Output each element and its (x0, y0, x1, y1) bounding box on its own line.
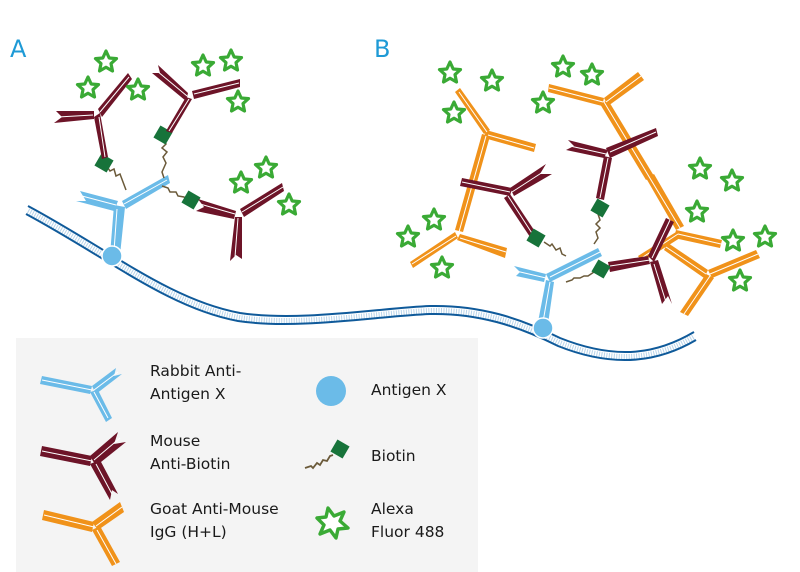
legend-label-goat: Goat Anti-Mouse IgG (H+L) (150, 500, 279, 541)
alexa-fluor-star (727, 268, 753, 292)
antigen-circle-icon (316, 376, 346, 406)
antigen-circle (532, 317, 554, 339)
alexa-fluor-star (253, 155, 279, 179)
rabbit-antibody-icon (40, 368, 122, 422)
alexa-fluor-star (579, 62, 605, 86)
alexa-fluor-star (530, 90, 556, 114)
alexa-fluor-star-icon (315, 506, 350, 540)
mouse-antibody-a1 (54, 73, 132, 159)
alexa-fluor-star (93, 49, 119, 73)
alexa-fluor-star (228, 170, 254, 194)
alexa-fluor-star (437, 60, 463, 84)
rabbit-antibody-b (514, 248, 602, 324)
alexa-fluor-star (395, 224, 421, 248)
legend-label-antigen: Antigen X (371, 381, 447, 399)
legend-label-biotin: Biotin (371, 447, 416, 465)
panel-label-a: A (10, 35, 27, 63)
biotin-marker (590, 198, 610, 218)
panel-b-diagram (395, 54, 778, 339)
alexa-fluor-star (225, 89, 251, 113)
alexa-fluor-star (125, 77, 151, 101)
alexa-fluor-star (429, 255, 455, 279)
alexa-fluor-star (421, 207, 447, 231)
alexa-fluor-star (75, 75, 101, 99)
alexa-fluor-star (190, 53, 216, 77)
biotin-linker (543, 213, 602, 283)
alexa-fluor-star (479, 68, 505, 92)
biotin-icon (304, 439, 350, 470)
mouse-antibody-a2 (152, 65, 240, 133)
alexa-fluor-star (752, 224, 778, 248)
goat-antibody-icon (42, 502, 124, 566)
biotin-marker (181, 190, 201, 210)
panel-a-diagram (54, 48, 302, 267)
legend: Rabbit Anti- Antigen X Mouse Anti-Biotin… (16, 338, 478, 572)
antigen-circle (101, 245, 123, 267)
alexa-fluor-star (276, 192, 302, 216)
alexa-fluor-star (441, 100, 467, 124)
cell-membrane (25, 205, 697, 361)
legend-label-alexa: Alexa Fluor 488 (371, 500, 445, 541)
mouse-antibody-icon (40, 432, 126, 500)
alexa-fluor-star (550, 54, 576, 78)
goat-antibody-b1 (410, 88, 536, 268)
biotin-marker (591, 259, 611, 279)
alexa-fluor-star (720, 228, 746, 252)
legend-label-rabbit: Rabbit Anti- Antigen X (150, 362, 242, 403)
panel-label-b: B (374, 35, 391, 63)
alexa-fluor-star (719, 168, 745, 192)
alexa-fluor-star (687, 156, 713, 180)
biotin-linker (105, 137, 189, 202)
legend-label-mouse: Mouse Anti-Biotin (150, 432, 231, 473)
mouse-antibody-a3 (196, 183, 284, 261)
alexa-fluor-star (684, 199, 710, 223)
rabbit-antibody-a (76, 175, 170, 255)
alexa-fluor-star (218, 48, 244, 72)
